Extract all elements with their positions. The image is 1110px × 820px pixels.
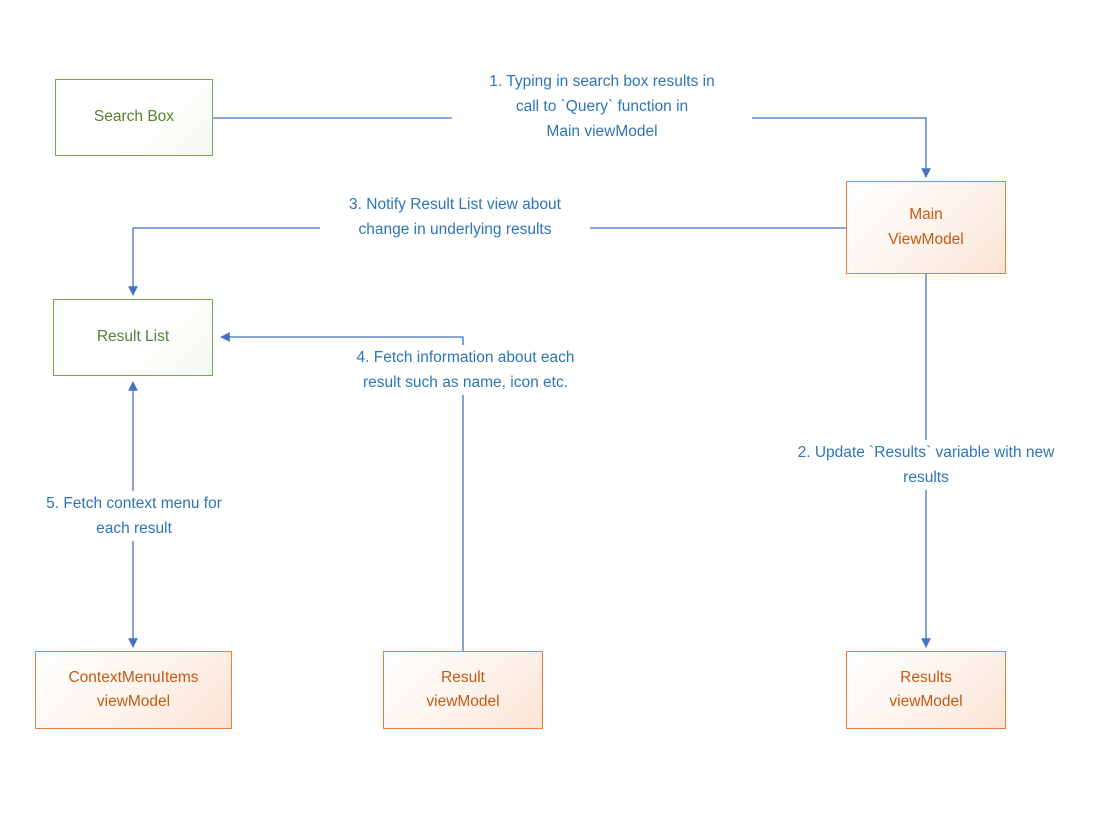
annotation-step-1: 1. Typing in search box results in call … — [452, 69, 752, 145]
annotation-step-5: 5. Fetch context menu for each result — [22, 491, 246, 542]
node-result-list: Result List — [53, 299, 213, 376]
annotation-step-2: 2. Update `Results` variable with new re… — [765, 440, 1087, 491]
arrow-step-1 — [213, 117, 931, 178]
node-results-viewmodel: Results viewModel — [846, 651, 1006, 729]
annotation-step-3: 3. Notify Result List view about change … — [320, 192, 590, 243]
node-search-box: Search Box — [55, 79, 213, 156]
annotation-step-4: 4. Fetch information about each result s… — [328, 345, 603, 396]
node-result-viewmodel: Result viewModel — [383, 651, 543, 729]
node-contextmenuitems-viewmodel: ContextMenuItems viewModel — [35, 651, 232, 729]
arrow-step-4 — [220, 332, 464, 651]
arrow-step-3 — [128, 227, 846, 296]
node-main-viewmodel: Main ViewModel — [846, 181, 1006, 274]
